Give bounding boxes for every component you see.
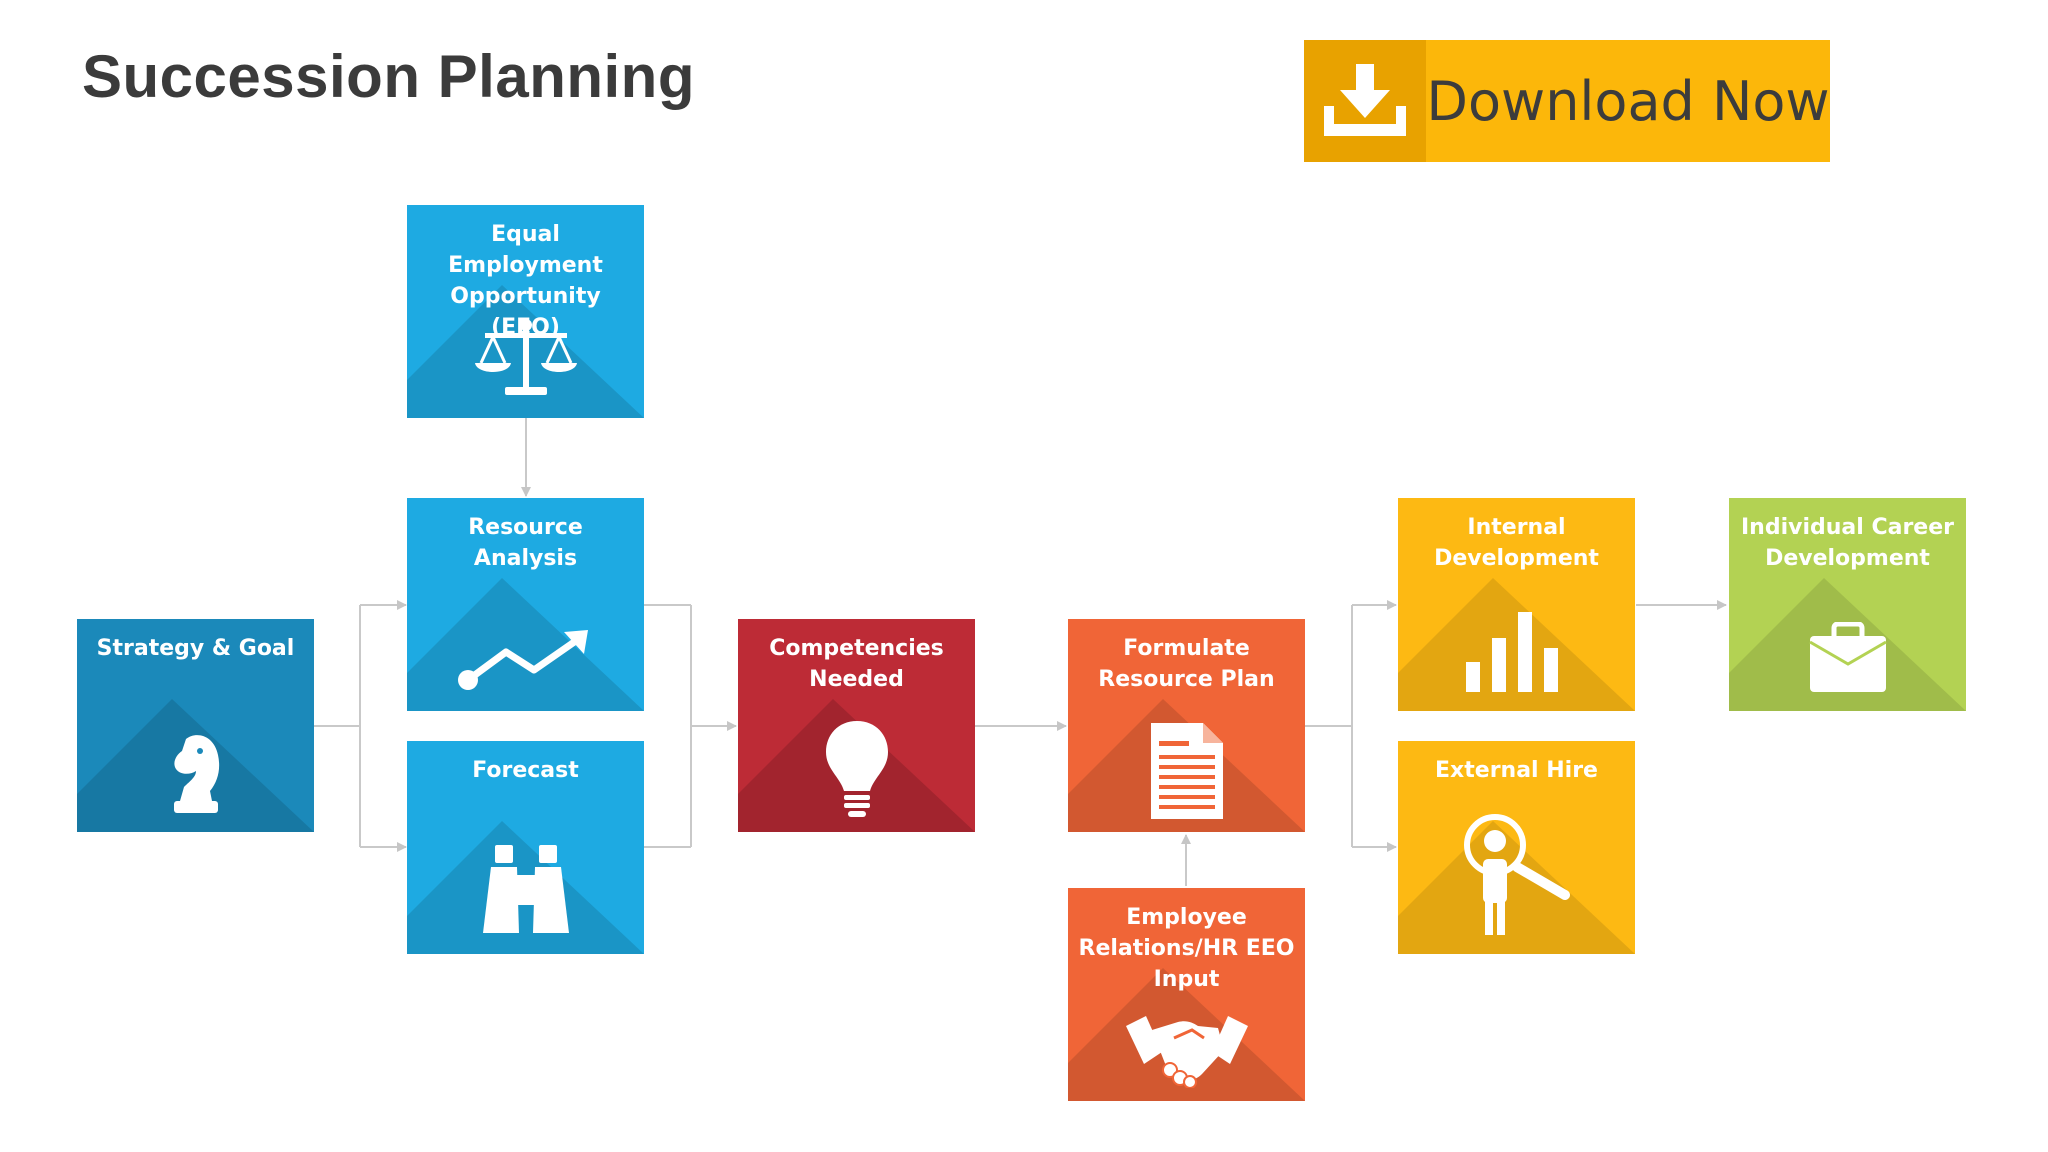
box-formulate-resource-plan: Formulate Resource Plan [1068, 619, 1305, 832]
bar-chart-icon [1398, 610, 1635, 694]
box-label: Formulate Resource Plan [1098, 636, 1275, 692]
trend-line-icon [407, 626, 644, 696]
person-search-icon [1398, 811, 1635, 941]
box-individual-career-development: Individual Career Development [1729, 498, 1966, 711]
download-label: Download Now [1426, 69, 1830, 133]
briefcase-icon [1729, 622, 1966, 694]
handshake-icon [1068, 1008, 1305, 1088]
download-icon [1304, 40, 1426, 162]
box-competencies-needed: Competencies Needed [738, 619, 975, 832]
box-shadow [1398, 578, 1635, 711]
box-label: Equal Employment Opportunity (EEO) [448, 222, 603, 340]
page-title: Succession Planning [82, 43, 695, 110]
document-icon [1068, 721, 1305, 821]
box-label: External Hire [1435, 758, 1598, 783]
box-label: Individual Career Development [1740, 515, 1954, 571]
download-button[interactable]: Download Now [1304, 40, 1830, 162]
box-forecast: Forecast [407, 741, 644, 954]
chess-knight-icon [77, 729, 314, 819]
box-external-hire: External Hire [1398, 741, 1635, 954]
box-label: Forecast [472, 758, 579, 783]
scales-icon [407, 317, 644, 399]
box-internal-development: Internal Development [1398, 498, 1635, 711]
box-label: Employee Relations/HR EEO Input [1078, 905, 1295, 992]
box-employee-relations: Employee Relations/HR EEO Input [1068, 888, 1305, 1101]
box-label: Internal Development [1434, 515, 1599, 571]
box-label: Competencies Needed [769, 636, 944, 692]
box-strategy-goal: Strategy & Goal [77, 619, 314, 832]
binoculars-icon [407, 841, 644, 937]
box-resource-analysis: Resource Analysis [407, 498, 644, 711]
lightbulb-icon [738, 719, 975, 823]
box-eeo: Equal Employment Opportunity (EEO) [407, 205, 644, 418]
box-shadow [1398, 821, 1635, 954]
box-label: Strategy & Goal [96, 636, 295, 661]
box-label: Resource Analysis [468, 515, 583, 571]
